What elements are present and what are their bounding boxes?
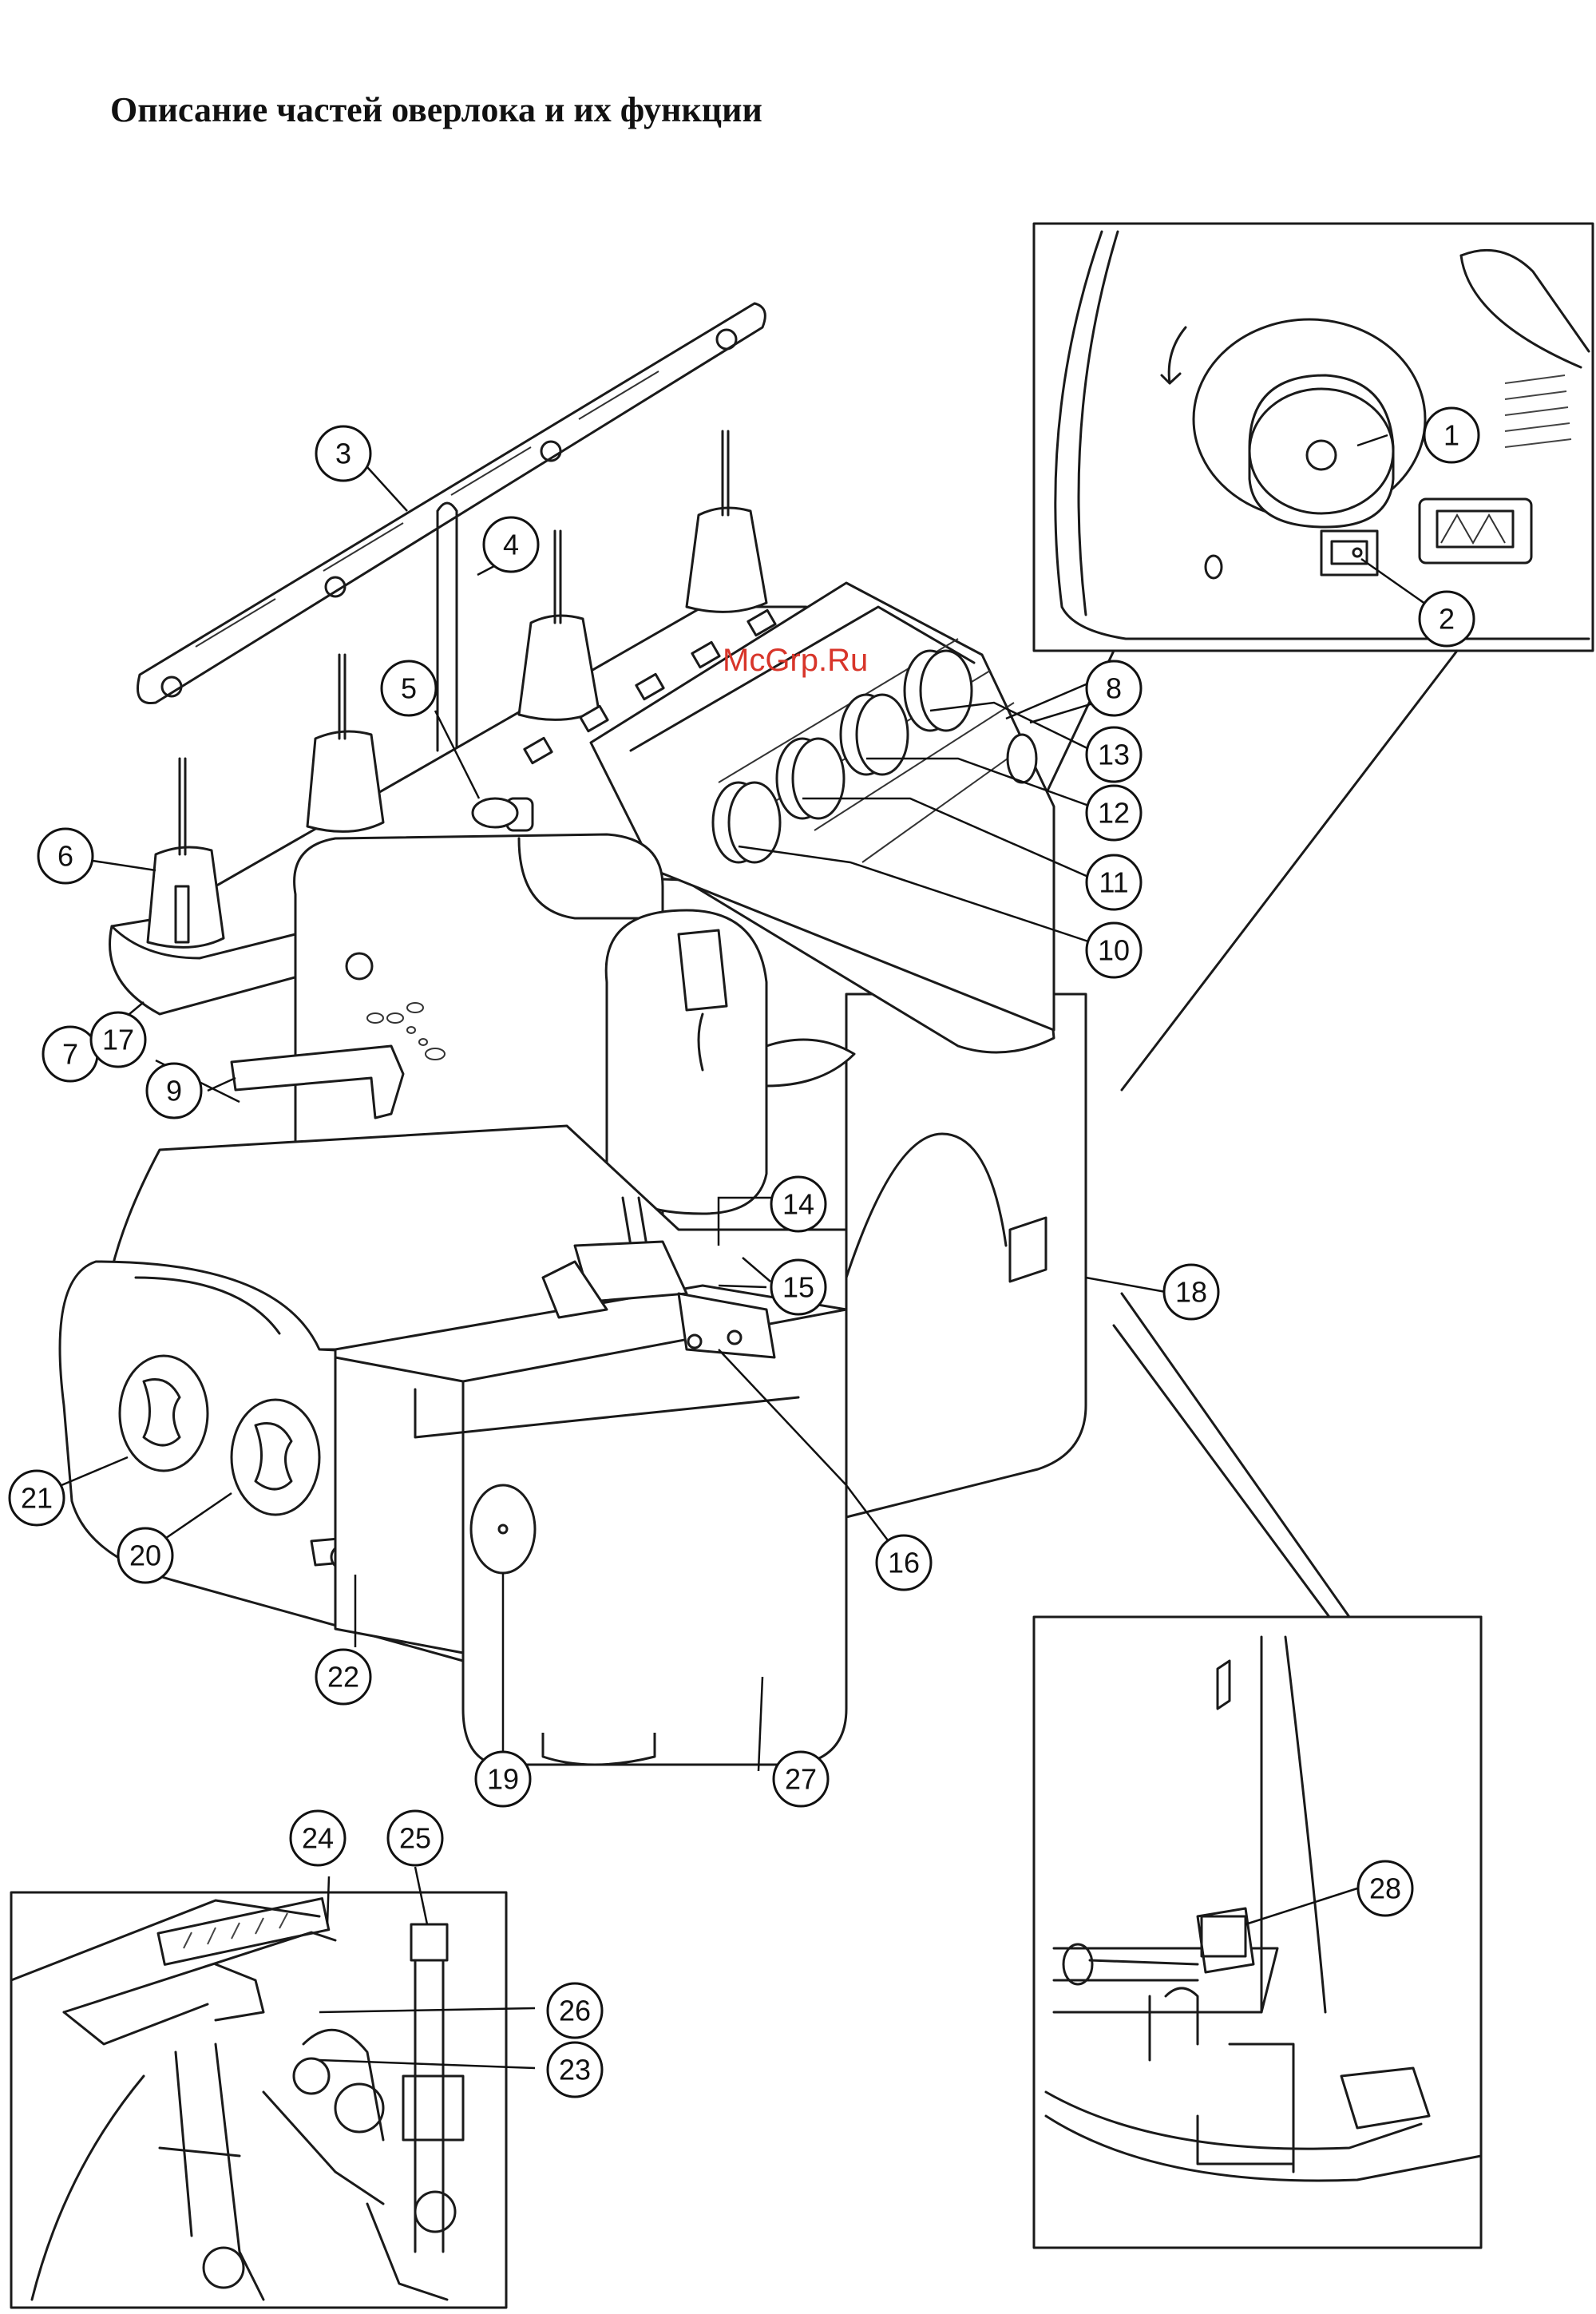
callout-10: 10 [1087, 923, 1141, 977]
callout-24: 24 [291, 1811, 345, 1865]
watermark-text: McGrp.Ru [723, 643, 868, 679]
callout-9: 9 [147, 1064, 201, 1118]
callout-16: 16 [877, 1535, 931, 1590]
callout-1: 1 [1424, 408, 1479, 462]
inset-power-panel [1034, 224, 1593, 651]
callout-28: 28 [1358, 1861, 1412, 1916]
svg-text:6: 6 [57, 840, 73, 873]
svg-text:15: 15 [782, 1271, 814, 1304]
svg-text:1: 1 [1444, 419, 1459, 452]
svg-text:2: 2 [1439, 603, 1455, 636]
svg-text:28: 28 [1369, 1872, 1401, 1905]
svg-text:16: 16 [888, 1547, 920, 1579]
callout-23: 23 [548, 2043, 602, 2097]
callout-18: 18 [1164, 1265, 1218, 1319]
callout-22: 22 [316, 1650, 370, 1704]
svg-text:8: 8 [1106, 672, 1122, 705]
callout-5: 5 [382, 661, 436, 715]
callout-27: 27 [774, 1752, 828, 1806]
callout-3: 3 [316, 426, 370, 481]
svg-text:9: 9 [166, 1075, 182, 1107]
callout-6: 6 [38, 829, 93, 883]
callout-20: 20 [118, 1528, 172, 1583]
callout-15: 15 [771, 1260, 826, 1314]
svg-text:17: 17 [102, 1024, 134, 1056]
callout-11: 11 [1087, 855, 1141, 909]
svg-text:22: 22 [327, 1661, 359, 1694]
callout-21: 21 [10, 1471, 64, 1525]
callout-17: 17 [91, 1012, 145, 1067]
callout-13: 13 [1087, 727, 1141, 782]
callout-12: 12 [1087, 786, 1141, 840]
overlock-machine [60, 303, 1086, 1765]
callout-26: 26 [548, 1983, 602, 2038]
svg-text:18: 18 [1175, 1276, 1207, 1309]
svg-text:27: 27 [785, 1763, 817, 1796]
svg-text:10: 10 [1098, 934, 1130, 967]
callout-2: 2 [1420, 592, 1474, 646]
svg-text:23: 23 [559, 2054, 591, 2086]
svg-text:25: 25 [399, 1822, 431, 1855]
inset-looper-area [11, 1892, 506, 2308]
svg-text:26: 26 [559, 1995, 591, 2027]
svg-text:11: 11 [1099, 866, 1128, 899]
svg-text:14: 14 [782, 1188, 814, 1221]
svg-text:13: 13 [1098, 739, 1130, 771]
svg-text:20: 20 [129, 1539, 161, 1572]
svg-text:12: 12 [1098, 797, 1130, 830]
callout-7: 7 [43, 1027, 97, 1081]
callout-4: 4 [484, 517, 538, 572]
svg-text:4: 4 [503, 529, 519, 561]
inset-switch-detail [1034, 1617, 1481, 2248]
svg-text:7: 7 [62, 1038, 78, 1071]
svg-text:3: 3 [335, 438, 351, 470]
svg-text:5: 5 [401, 672, 417, 705]
callout-25: 25 [388, 1811, 442, 1865]
callout-14: 14 [771, 1177, 826, 1231]
svg-text:21: 21 [21, 1482, 53, 1515]
callout-19: 19 [476, 1752, 530, 1806]
svg-text:19: 19 [487, 1763, 519, 1796]
svg-text:24: 24 [302, 1822, 334, 1855]
callout-8: 8 [1087, 661, 1141, 715]
